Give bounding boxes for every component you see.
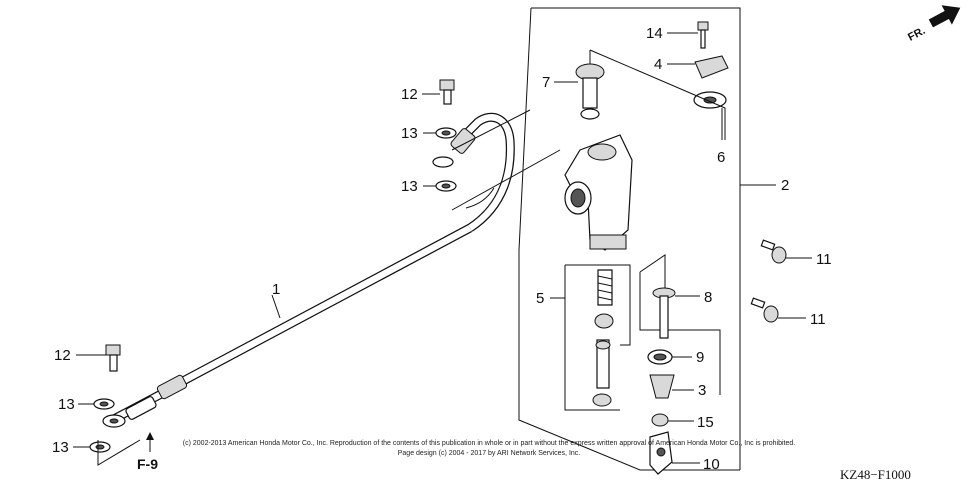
cap-group-bracket (589, 49, 726, 140)
banjo-bolt-upper (439, 79, 455, 105)
screw-part (697, 21, 709, 49)
callout-part-13-d: 13 (52, 439, 69, 456)
front-arrow-icon (928, 5, 961, 28)
callout-part-11-upper: 11 (816, 251, 832, 268)
master-cylinder-body (564, 134, 633, 251)
spring-part (597, 269, 613, 306)
reference-arrow-icon (146, 432, 154, 440)
callout-part-14: 14 (646, 25, 663, 42)
cup-part (594, 313, 614, 329)
diagram-code: KZ48−F1000 (840, 467, 911, 482)
callout-part-8: 8 (704, 289, 712, 306)
piston-part (595, 339, 611, 389)
copyright-notice: (c) 2002-2013 American Honda Motor Co., … (183, 440, 795, 447)
callout-part-4: 4 (654, 56, 662, 73)
callout-part-3: 3 (698, 382, 706, 399)
banjo-bolt-lower (105, 344, 121, 372)
cross-reference-label: F-9 (137, 456, 158, 472)
callout-part-11-lower: 11 (810, 311, 826, 328)
callout-part-15: 15 (697, 414, 714, 431)
callout-part-13-b: 13 (401, 178, 418, 195)
sealing-washer-b (435, 180, 457, 192)
reservoir-joint-part (575, 63, 605, 120)
page-design-credit: Page design (c) 2004 - 2017 by ARI Netwo… (398, 450, 581, 457)
callout-part-13-a: 13 (401, 125, 418, 142)
callout-part-5: 5 (536, 290, 544, 307)
piston-cup-part (592, 393, 612, 407)
reservoir-cap-part (694, 55, 729, 79)
callout-part-2: 2 (781, 177, 789, 194)
callout-part-12-lower: 12 (54, 347, 71, 364)
brake-hose-part (102, 113, 515, 428)
sealing-washer-d (89, 441, 111, 453)
diaphragm-part (693, 91, 727, 109)
callout-part-6: 6 (717, 149, 725, 166)
callout-labels: 1 2 3 4 5 6 7 8 9 10 11 11 12 12 13 13 1… (52, 25, 832, 473)
mounting-bolt-upper (760, 239, 787, 264)
front-direction-label: FR. (906, 25, 927, 44)
callout-part-13-c: 13 (58, 396, 75, 413)
boot-part (649, 374, 675, 399)
callout-part-1: 1 (272, 281, 280, 298)
sealing-washer-a (435, 127, 457, 139)
sealing-washer-c (93, 398, 115, 410)
joint-nut-part (651, 413, 669, 427)
push-rod-part (652, 287, 676, 339)
assembly-frame-2 (518, 7, 776, 471)
front-direction-marker: FR. (906, 5, 961, 44)
boot-ring-part (647, 349, 673, 365)
callout-part-12-upper: 12 (401, 86, 418, 103)
cross-reference: F-9 (137, 432, 158, 472)
mounting-bolt-lower (750, 297, 779, 323)
leader-lines (73, 32, 812, 466)
callout-part-7: 7 (542, 74, 550, 91)
piston-set-bracket (564, 264, 631, 411)
push-rod-joint-part (649, 431, 673, 475)
push-rod-bracket (639, 254, 721, 395)
callout-part-10: 10 (703, 456, 720, 473)
callout-part-9: 9 (696, 349, 704, 366)
